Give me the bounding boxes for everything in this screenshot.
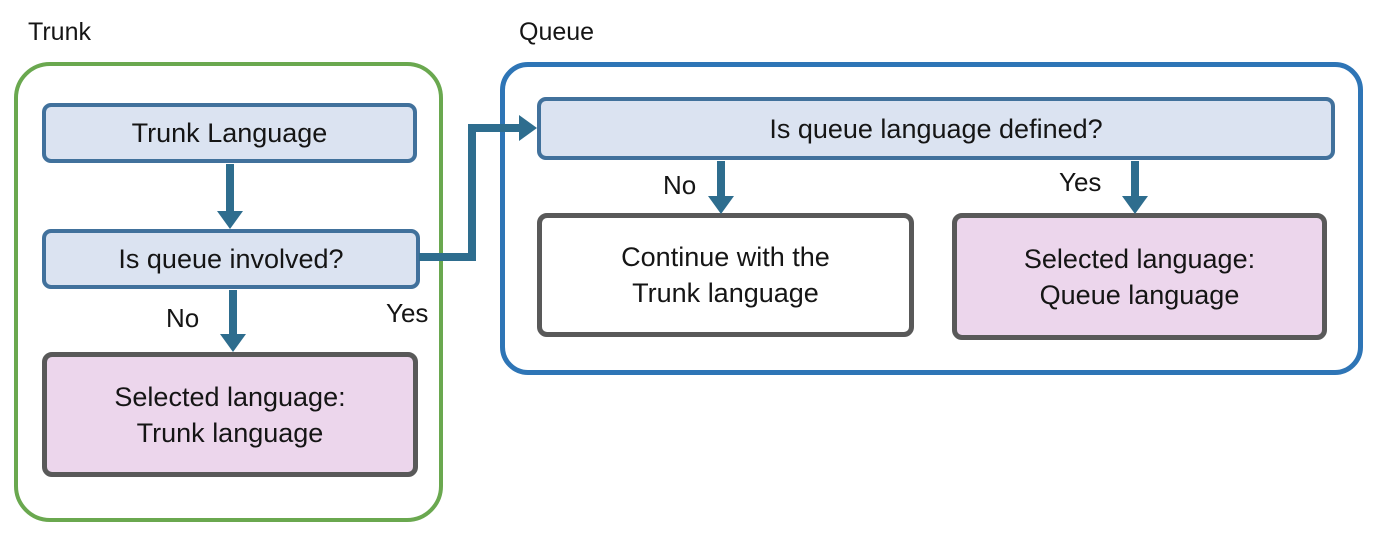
node-selected-trunk-language-line1: Selected language: (114, 381, 346, 412)
arrow-shaft (419, 253, 472, 261)
node-is-queue-language-defined-label: Is queue language defined? (769, 113, 1103, 144)
arrow-down-icon (220, 334, 246, 352)
arrow-right-icon (519, 115, 537, 141)
arrow-shaft (468, 124, 476, 261)
arrow-shaft (717, 161, 725, 196)
node-selected-trunk-language: Selected language: Trunk language (42, 352, 418, 477)
node-selected-queue-language-line2: Queue language (1039, 279, 1240, 310)
node-is-queue-involved-label: Is queue involved? (118, 244, 344, 274)
trunk-group-container (14, 62, 443, 522)
node-selected-queue-language-line1: Selected language: (1023, 243, 1256, 274)
node-continue-with-trunk-language-line2: Trunk language (632, 278, 819, 308)
arrow-down-icon (1122, 196, 1148, 214)
node-selected-trunk-language-line2: Trunk language (136, 417, 324, 448)
trunk-no-label: No (166, 303, 200, 333)
node-selected-queue-language: Selected language: Queue language (952, 213, 1327, 340)
trunk-group-title: Trunk (28, 18, 91, 46)
queue-no-label: No (663, 170, 697, 200)
node-is-queue-language-defined: Is queue language defined? (537, 97, 1335, 160)
node-continue-with-trunk-language-line1: Continue with the (621, 242, 830, 272)
queue-yes-label: Yes (1059, 167, 1102, 197)
trunk-yes-label: Yes (386, 298, 429, 328)
arrow-shaft (229, 290, 237, 334)
arrow-down-icon (217, 211, 243, 229)
queue-group-container (500, 62, 1363, 375)
arrow-shaft (226, 164, 234, 211)
node-trunk-language-label: Trunk Language (131, 118, 328, 148)
node-continue-with-trunk-language: Continue with the Trunk language (537, 213, 914, 337)
arrow-shaft (1131, 161, 1139, 196)
arrow-shaft (476, 124, 519, 132)
arrow-down-icon (708, 196, 734, 214)
node-trunk-language: Trunk Language (42, 103, 417, 163)
queue-group-title: Queue (519, 18, 595, 46)
node-is-queue-involved: Is queue involved? (42, 229, 420, 289)
